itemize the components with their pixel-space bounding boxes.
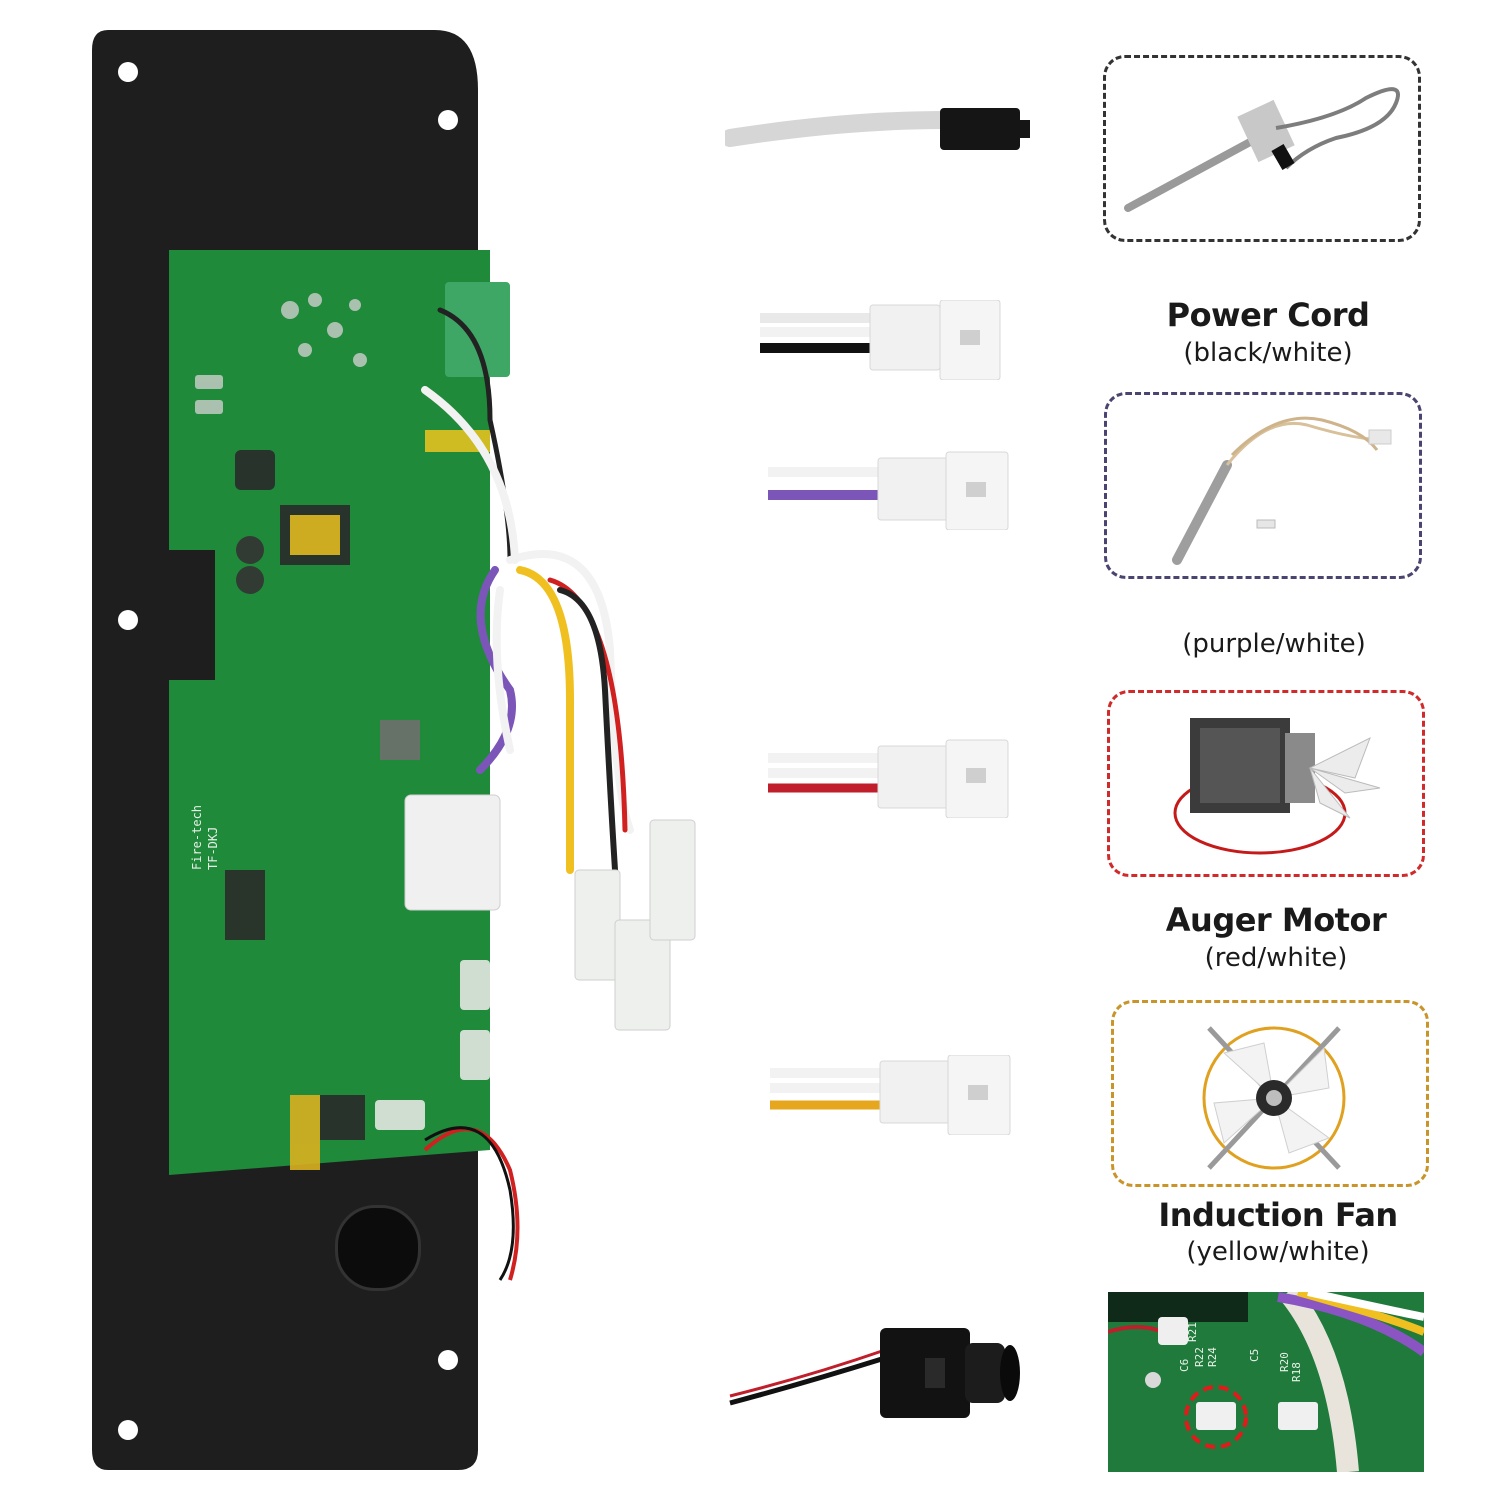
- detail-label-c5: C5: [1248, 1349, 1261, 1362]
- board-detail-photo: R22 R24 R21 R20 R18 C5 C6: [1108, 1292, 1424, 1472]
- purple-white-connector: [768, 450, 1013, 530]
- yellow-white-connector: [770, 1055, 1015, 1135]
- meat-probe-photo: [1104, 392, 1422, 579]
- wire-harness: [400, 270, 720, 1310]
- auger-motor-title: Auger Motor: [1165, 901, 1387, 939]
- temperature-probe-photo: [1103, 55, 1421, 242]
- induction-fan-subtitle: (yellow/white): [1186, 1237, 1370, 1267]
- red-white-connector: [768, 738, 1013, 818]
- pcb-silk-a: Fire-tech: [190, 805, 204, 870]
- dc-jack-connector: [725, 1318, 1025, 1428]
- probe-subtitle: (purple/white): [1182, 629, 1366, 659]
- pcb-silk-b: TF-DKJ: [206, 827, 220, 870]
- round-port: [335, 1205, 421, 1291]
- detail-label-c6: C6: [1178, 1359, 1191, 1372]
- detail-label-r22: R22: [1193, 1347, 1206, 1367]
- detail-label-r18: R18: [1290, 1362, 1303, 1382]
- detail-label-r24: R24: [1206, 1347, 1219, 1367]
- auger-motor-photo: [1107, 690, 1425, 877]
- terminal-block: [445, 282, 510, 377]
- detail-label-r21: R21: [1186, 1322, 1199, 1342]
- induction-fan-photo: [1111, 1000, 1429, 1187]
- detail-label-r20: R20: [1278, 1352, 1291, 1372]
- power-cord-title: Power Cord: [1166, 296, 1370, 334]
- induction-fan-title: Induction Fan: [1158, 1196, 1398, 1234]
- black-white-connector: [760, 300, 1005, 380]
- auger-motor-subtitle: (red/white): [1204, 943, 1348, 973]
- power-cord-subtitle: (black/white): [1183, 338, 1353, 368]
- circuit-board: Fire-tech TF-DKJ: [165, 250, 490, 1180]
- probe-connector: [725, 100, 1035, 160]
